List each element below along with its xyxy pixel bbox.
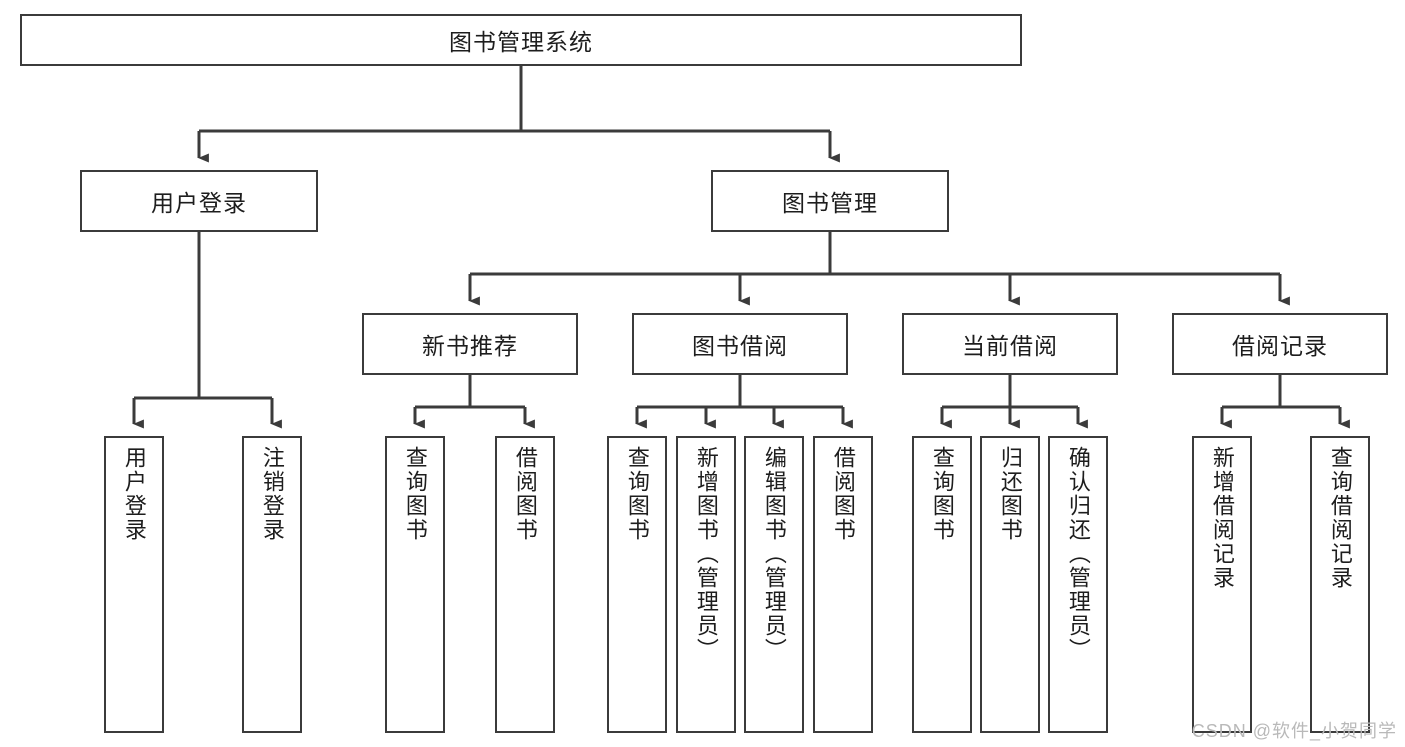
leaf-query-book-borrow-label: 查询图书 [624, 446, 650, 542]
leaf-add-borrow-record-label: 新增借阅记录 [1209, 446, 1235, 590]
leaf-edit-book-admin-label: 编辑图书（管理员） [761, 446, 787, 662]
leaf-query-book-borrow[interactable]: 查询图书 [607, 436, 667, 733]
leaf-borrow-book-label: 借阅图书 [830, 446, 856, 542]
leaf-query-book-current-label: 查询图书 [929, 446, 955, 542]
leaf-user-login-label: 用户登录 [121, 446, 147, 542]
leaf-user-login[interactable]: 用户登录 [104, 436, 164, 733]
leaf-borrow-book-recommend[interactable]: 借阅图书 [495, 436, 555, 733]
leaf-query-borrow-record-label: 查询借阅记录 [1327, 446, 1353, 590]
node-book-management-label: 图书管理 [782, 190, 878, 216]
node-book-borrow-label: 图书借阅 [692, 333, 788, 359]
leaf-logout-label: 注销登录 [259, 446, 285, 542]
node-borrow-record[interactable]: 借阅记录 [1172, 313, 1388, 375]
leaf-confirm-return-admin[interactable]: 确认归还（管理员） [1048, 436, 1108, 733]
node-root[interactable]: 图书管理系统 [20, 14, 1022, 66]
leaf-query-book-recommend-label: 查询图书 [402, 446, 428, 542]
node-book-borrow[interactable]: 图书借阅 [632, 313, 848, 375]
leaf-confirm-return-admin-label: 确认归还（管理员） [1065, 446, 1091, 662]
leaf-return-book-label: 归还图书 [997, 446, 1023, 542]
leaf-borrow-book[interactable]: 借阅图书 [813, 436, 873, 733]
leaf-query-book-recommend[interactable]: 查询图书 [385, 436, 445, 733]
node-user-login[interactable]: 用户登录 [80, 170, 318, 232]
leaf-query-borrow-record[interactable]: 查询借阅记录 [1310, 436, 1370, 733]
node-current-borrow[interactable]: 当前借阅 [902, 313, 1118, 375]
node-book-management[interactable]: 图书管理 [711, 170, 949, 232]
node-new-book-recommend[interactable]: 新书推荐 [362, 313, 578, 375]
leaf-add-book-admin[interactable]: 新增图书（管理员） [676, 436, 736, 733]
node-new-book-recommend-label: 新书推荐 [422, 333, 518, 359]
watermark-text: CSDN @软件_小贺同学 [1191, 721, 1397, 741]
leaf-add-book-admin-label: 新增图书（管理员） [693, 446, 719, 662]
node-root-label: 图书管理系统 [449, 29, 593, 55]
leaf-borrow-book-recommend-label: 借阅图书 [512, 446, 538, 542]
node-borrow-record-label: 借阅记录 [1232, 333, 1328, 359]
leaf-edit-book-admin[interactable]: 编辑图书（管理员） [744, 436, 804, 733]
leaf-query-book-current[interactable]: 查询图书 [912, 436, 972, 733]
leaf-add-borrow-record[interactable]: 新增借阅记录 [1192, 436, 1252, 733]
leaf-return-book[interactable]: 归还图书 [980, 436, 1040, 733]
node-user-login-label: 用户登录 [151, 190, 247, 216]
node-current-borrow-label: 当前借阅 [962, 333, 1058, 359]
leaf-logout[interactable]: 注销登录 [242, 436, 302, 733]
